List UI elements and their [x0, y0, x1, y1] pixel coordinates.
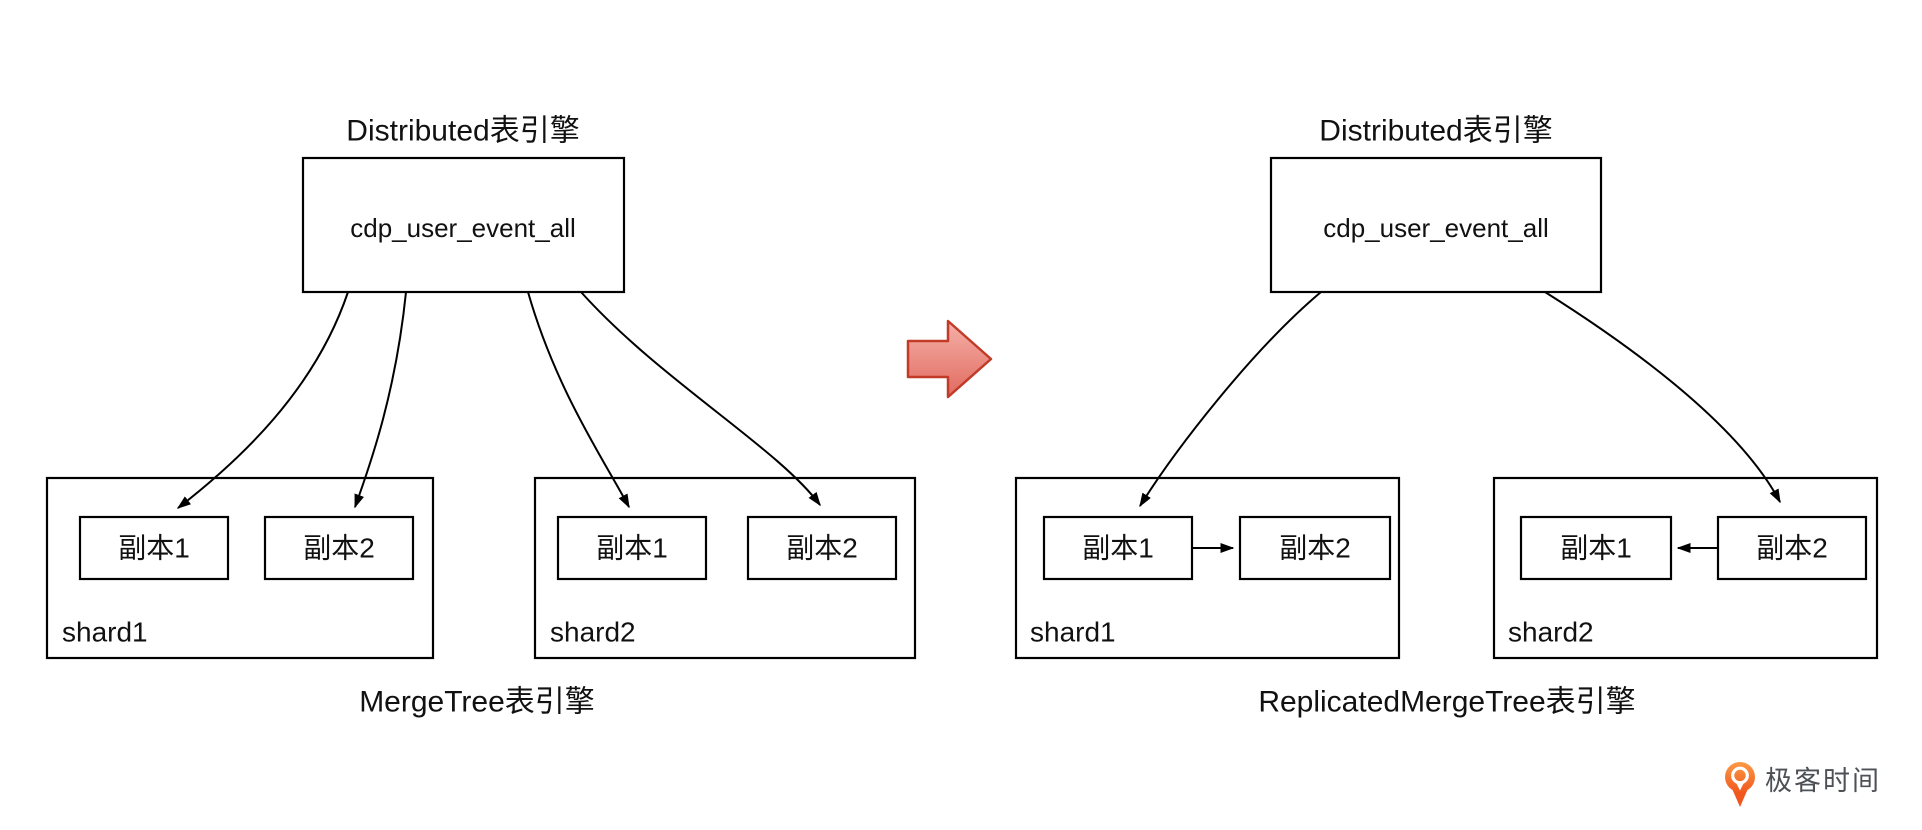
right-shard1-label: shard1 [1030, 617, 1116, 648]
right-arrow-to-shard2-replica2 [1544, 291, 1781, 504]
left-shard2-replica2-box [746, 515, 898, 581]
right-shard1-replica1-label: 副本1 [1082, 533, 1154, 564]
left-arrow-to-shard1-replica1 [176, 291, 349, 509]
geektime-logo-text: 极客时间 [1765, 766, 1881, 796]
left-arrow-to-shard2-replica2 [580, 291, 821, 507]
right-shard2-box [1492, 476, 1879, 660]
right-shard2-label: shard2 [1508, 617, 1594, 648]
left-shard1-box [45, 476, 435, 660]
left-shard2-replica1-box [556, 515, 708, 581]
left-distributed-table-box [301, 156, 626, 294]
left-shard1-replica1-label: 副本1 [118, 533, 190, 564]
left-shard1-replica2-label: 副本2 [303, 533, 375, 564]
left-shard2-replica1-label: 副本1 [596, 533, 668, 564]
transform-right-arrow-icon [906, 319, 993, 399]
right-diagram-caption: ReplicatedMergeTree表引擎 [1258, 686, 1635, 719]
right-shard2-replica2-label: 副本2 [1756, 533, 1828, 564]
right-shard1-replica2-box [1238, 515, 1392, 581]
right-distributed-table-box [1269, 156, 1603, 294]
left-shard1-replica1-box [78, 515, 230, 581]
right-shard1-replica2-label: 副本2 [1279, 533, 1351, 564]
right-distributed-table-name: cdp_user_event_all [1323, 213, 1549, 243]
right-arrow-to-shard1-replica1 [1139, 291, 1322, 508]
left-arrow-to-shard1-replica2 [354, 291, 407, 509]
left-shard2-label: shard2 [550, 617, 636, 648]
geektime-logo: 极客时间 [1725, 762, 1881, 807]
left-arrow-to-shard2-replica1 [527, 291, 630, 509]
geektime-circle-icon [1725, 762, 1755, 792]
right-shard1-replica1-box [1042, 515, 1194, 581]
left-shard1-label: shard1 [62, 617, 148, 648]
right-diagram-title: Distributed表引擎 [1319, 115, 1552, 148]
geektime-wedge-icon [1735, 781, 1745, 791]
right-shard2-replica1-label: 副本1 [1560, 533, 1632, 564]
left-shard2-box [533, 476, 917, 660]
left-diagram-title: Distributed表引擎 [346, 115, 579, 148]
right-shard1-box [1014, 476, 1401, 660]
right-shard2-replica1-box [1519, 515, 1673, 581]
left-distributed-table-name: cdp_user_event_all [350, 213, 576, 243]
left-shard2-replica2-label: 副本2 [786, 533, 858, 564]
left-shard1-replica2-box [263, 515, 415, 581]
left-diagram-caption: MergeTree表引擎 [359, 686, 595, 719]
